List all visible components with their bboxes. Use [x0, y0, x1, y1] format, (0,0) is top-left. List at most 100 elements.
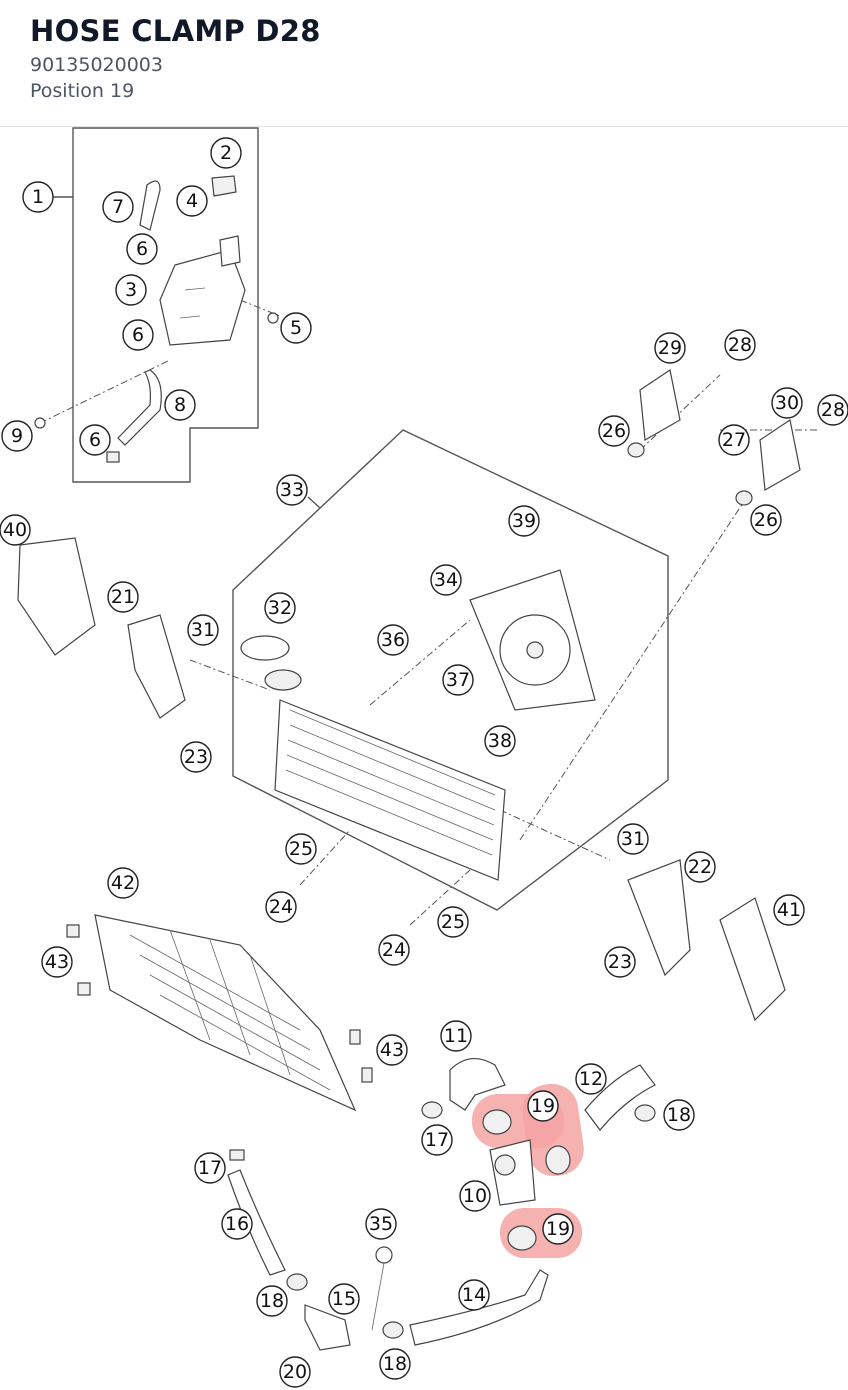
callout-34[interactable]: 34: [430, 564, 462, 596]
callout-14[interactable]: 14: [458, 1279, 490, 1311]
svg-text:14: 14: [462, 1284, 486, 1306]
callout-1[interactable]: 1: [22, 181, 54, 213]
callout-35[interactable]: 35: [365, 1208, 397, 1240]
callout-21[interactable]: 21: [107, 581, 139, 613]
svg-text:18: 18: [667, 1104, 691, 1126]
svg-text:25: 25: [289, 838, 313, 860]
part-header: HOSE CLAMP D28 90135020003 Position 19: [0, 0, 848, 127]
part-number: 90135020003: [30, 54, 163, 76]
callout-23b[interactable]: 23: [604, 946, 636, 978]
callout-7[interactable]: 7: [102, 191, 134, 223]
radiator: [240, 635, 506, 881]
svg-text:26: 26: [602, 420, 626, 442]
callout-24b[interactable]: 24: [378, 934, 410, 966]
callout-6c[interactable]: 6: [79, 424, 111, 456]
svg-text:4: 4: [186, 190, 198, 212]
callout-19a[interactable]: 19: [527, 1090, 559, 1122]
brackets: [627, 369, 801, 506]
callout-18a[interactable]: 18: [663, 1099, 695, 1131]
hoses: [227, 1058, 656, 1351]
svg-text:19: 19: [546, 1218, 570, 1240]
svg-text:12: 12: [579, 1068, 603, 1090]
svg-text:36: 36: [381, 629, 405, 651]
callout-36[interactable]: 36: [377, 624, 409, 656]
callout-17a[interactable]: 17: [421, 1124, 453, 1156]
callout-20[interactable]: 20: [279, 1356, 311, 1388]
callout-15[interactable]: 15: [328, 1283, 360, 1315]
position-label: Position 19: [30, 80, 135, 102]
callout-3[interactable]: 3: [115, 274, 147, 306]
svg-text:1: 1: [32, 186, 44, 208]
svg-text:5: 5: [290, 317, 302, 339]
callout-2[interactable]: 2: [210, 137, 242, 169]
callout-37[interactable]: 37: [442, 664, 474, 696]
page-title: HOSE CLAMP D28: [30, 14, 321, 48]
callout-12[interactable]: 12: [575, 1063, 607, 1095]
callout-28b[interactable]: 28: [817, 394, 848, 426]
svg-text:8: 8: [174, 394, 186, 416]
callout-28a[interactable]: 28: [724, 329, 756, 361]
callout-40[interactable]: 40: [0, 514, 31, 546]
callout-22[interactable]: 22: [684, 851, 716, 883]
svg-text:25: 25: [441, 911, 465, 933]
expansion-tank-frame: [72, 127, 259, 483]
callout-8[interactable]: 8: [164, 389, 196, 421]
callout-38[interactable]: 38: [484, 725, 516, 757]
callout-25b[interactable]: 25: [437, 906, 469, 938]
callout-24a[interactable]: 24: [265, 891, 297, 923]
callout-41[interactable]: 41: [773, 894, 805, 926]
svg-text:21: 21: [111, 586, 135, 608]
svg-text:29: 29: [658, 337, 682, 359]
callout-43a[interactable]: 43: [41, 946, 73, 978]
svg-text:10: 10: [463, 1185, 487, 1207]
svg-text:28: 28: [728, 334, 752, 356]
callout-27[interactable]: 27: [718, 424, 750, 456]
callout-30[interactable]: 30: [771, 387, 803, 419]
svg-text:16: 16: [225, 1213, 249, 1235]
svg-text:18: 18: [383, 1353, 407, 1375]
callout-42[interactable]: 42: [107, 867, 139, 899]
callout-16[interactable]: 16: [221, 1208, 253, 1240]
svg-text:35: 35: [369, 1213, 393, 1235]
callout-19b[interactable]: 19: [542, 1213, 574, 1245]
svg-text:2: 2: [220, 142, 232, 164]
svg-text:24: 24: [382, 939, 406, 961]
svg-text:22: 22: [688, 856, 712, 878]
svg-text:30: 30: [775, 392, 799, 414]
callout-4[interactable]: 4: [176, 185, 208, 217]
callout-9[interactable]: 9: [1, 420, 33, 452]
svg-text:24: 24: [269, 896, 293, 918]
svg-text:23: 23: [184, 746, 208, 768]
svg-text:37: 37: [446, 669, 470, 691]
callout-32[interactable]: 32: [264, 592, 296, 624]
svg-text:42: 42: [111, 872, 135, 894]
callout-17b[interactable]: 17: [194, 1152, 226, 1184]
callout-29[interactable]: 29: [654, 332, 686, 364]
svg-text:41: 41: [777, 899, 801, 921]
callout-26b[interactable]: 26: [750, 504, 782, 536]
svg-text:43: 43: [380, 1039, 404, 1061]
exploded-parts-diagram: 1 2 3 4 5 6 6 6 7 8 9 10 11 12 14 15 16 …: [0, 127, 848, 1388]
svg-text:7: 7: [112, 196, 124, 218]
callout-33[interactable]: 33: [276, 474, 308, 506]
callout-26a[interactable]: 26: [598, 415, 630, 447]
callout-31b[interactable]: 31: [617, 823, 649, 855]
callout-10[interactable]: 10: [459, 1180, 491, 1212]
svg-text:26: 26: [754, 509, 778, 531]
svg-text:11: 11: [444, 1025, 468, 1047]
callout-5[interactable]: 5: [280, 312, 312, 344]
callout-6b[interactable]: 6: [122, 319, 154, 351]
callout-11[interactable]: 11: [440, 1020, 472, 1052]
callout-18c[interactable]: 18: [379, 1348, 411, 1380]
callout-31a[interactable]: 31: [187, 614, 219, 646]
callout-6a[interactable]: 6: [126, 233, 158, 265]
svg-text:31: 31: [191, 619, 215, 641]
callout-43b[interactable]: 43: [376, 1034, 408, 1066]
callout-39[interactable]: 39: [508, 505, 540, 537]
callout-23a[interactable]: 23: [180, 741, 212, 773]
radiator-grille: [66, 914, 373, 1112]
callout-18b[interactable]: 18: [256, 1285, 288, 1317]
svg-text:17: 17: [198, 1157, 222, 1179]
callout-25a[interactable]: 25: [285, 833, 317, 865]
svg-text:40: 40: [3, 519, 27, 541]
